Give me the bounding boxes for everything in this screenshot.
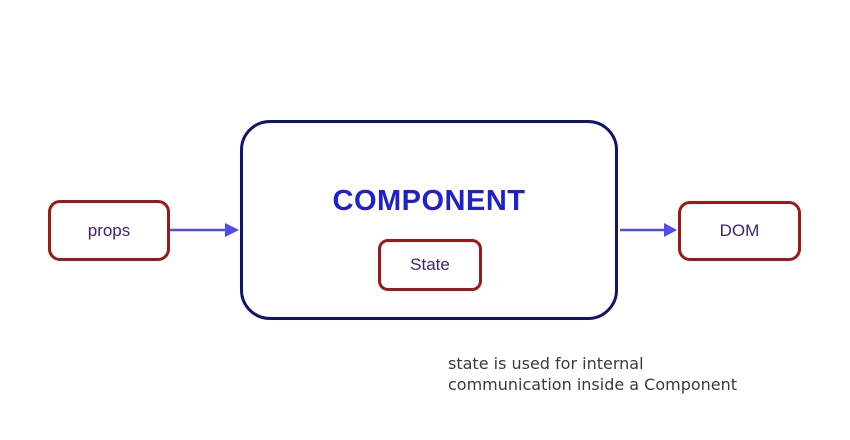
dom-node-label: DOM [719,221,760,240]
state-node-label: State [410,255,450,274]
arrow-component-to-dom [620,223,677,237]
state-node: State [378,239,482,291]
props-node: props [48,200,170,261]
caption-line-2: communication inside a Component [448,375,738,394]
arrowhead-right-icon [664,223,677,237]
dom-node: DOM [678,201,801,261]
caption-line-1: state is used for internal [448,354,644,373]
component-node: COMPONENT [240,120,618,320]
component-node-label: COMPONENT [332,185,526,217]
diagram-caption: state is used for internal communication … [448,353,737,395]
props-node-label: props [87,220,131,240]
arrowhead-right-icon [225,223,239,237]
arrow-props-to-component [170,223,239,237]
